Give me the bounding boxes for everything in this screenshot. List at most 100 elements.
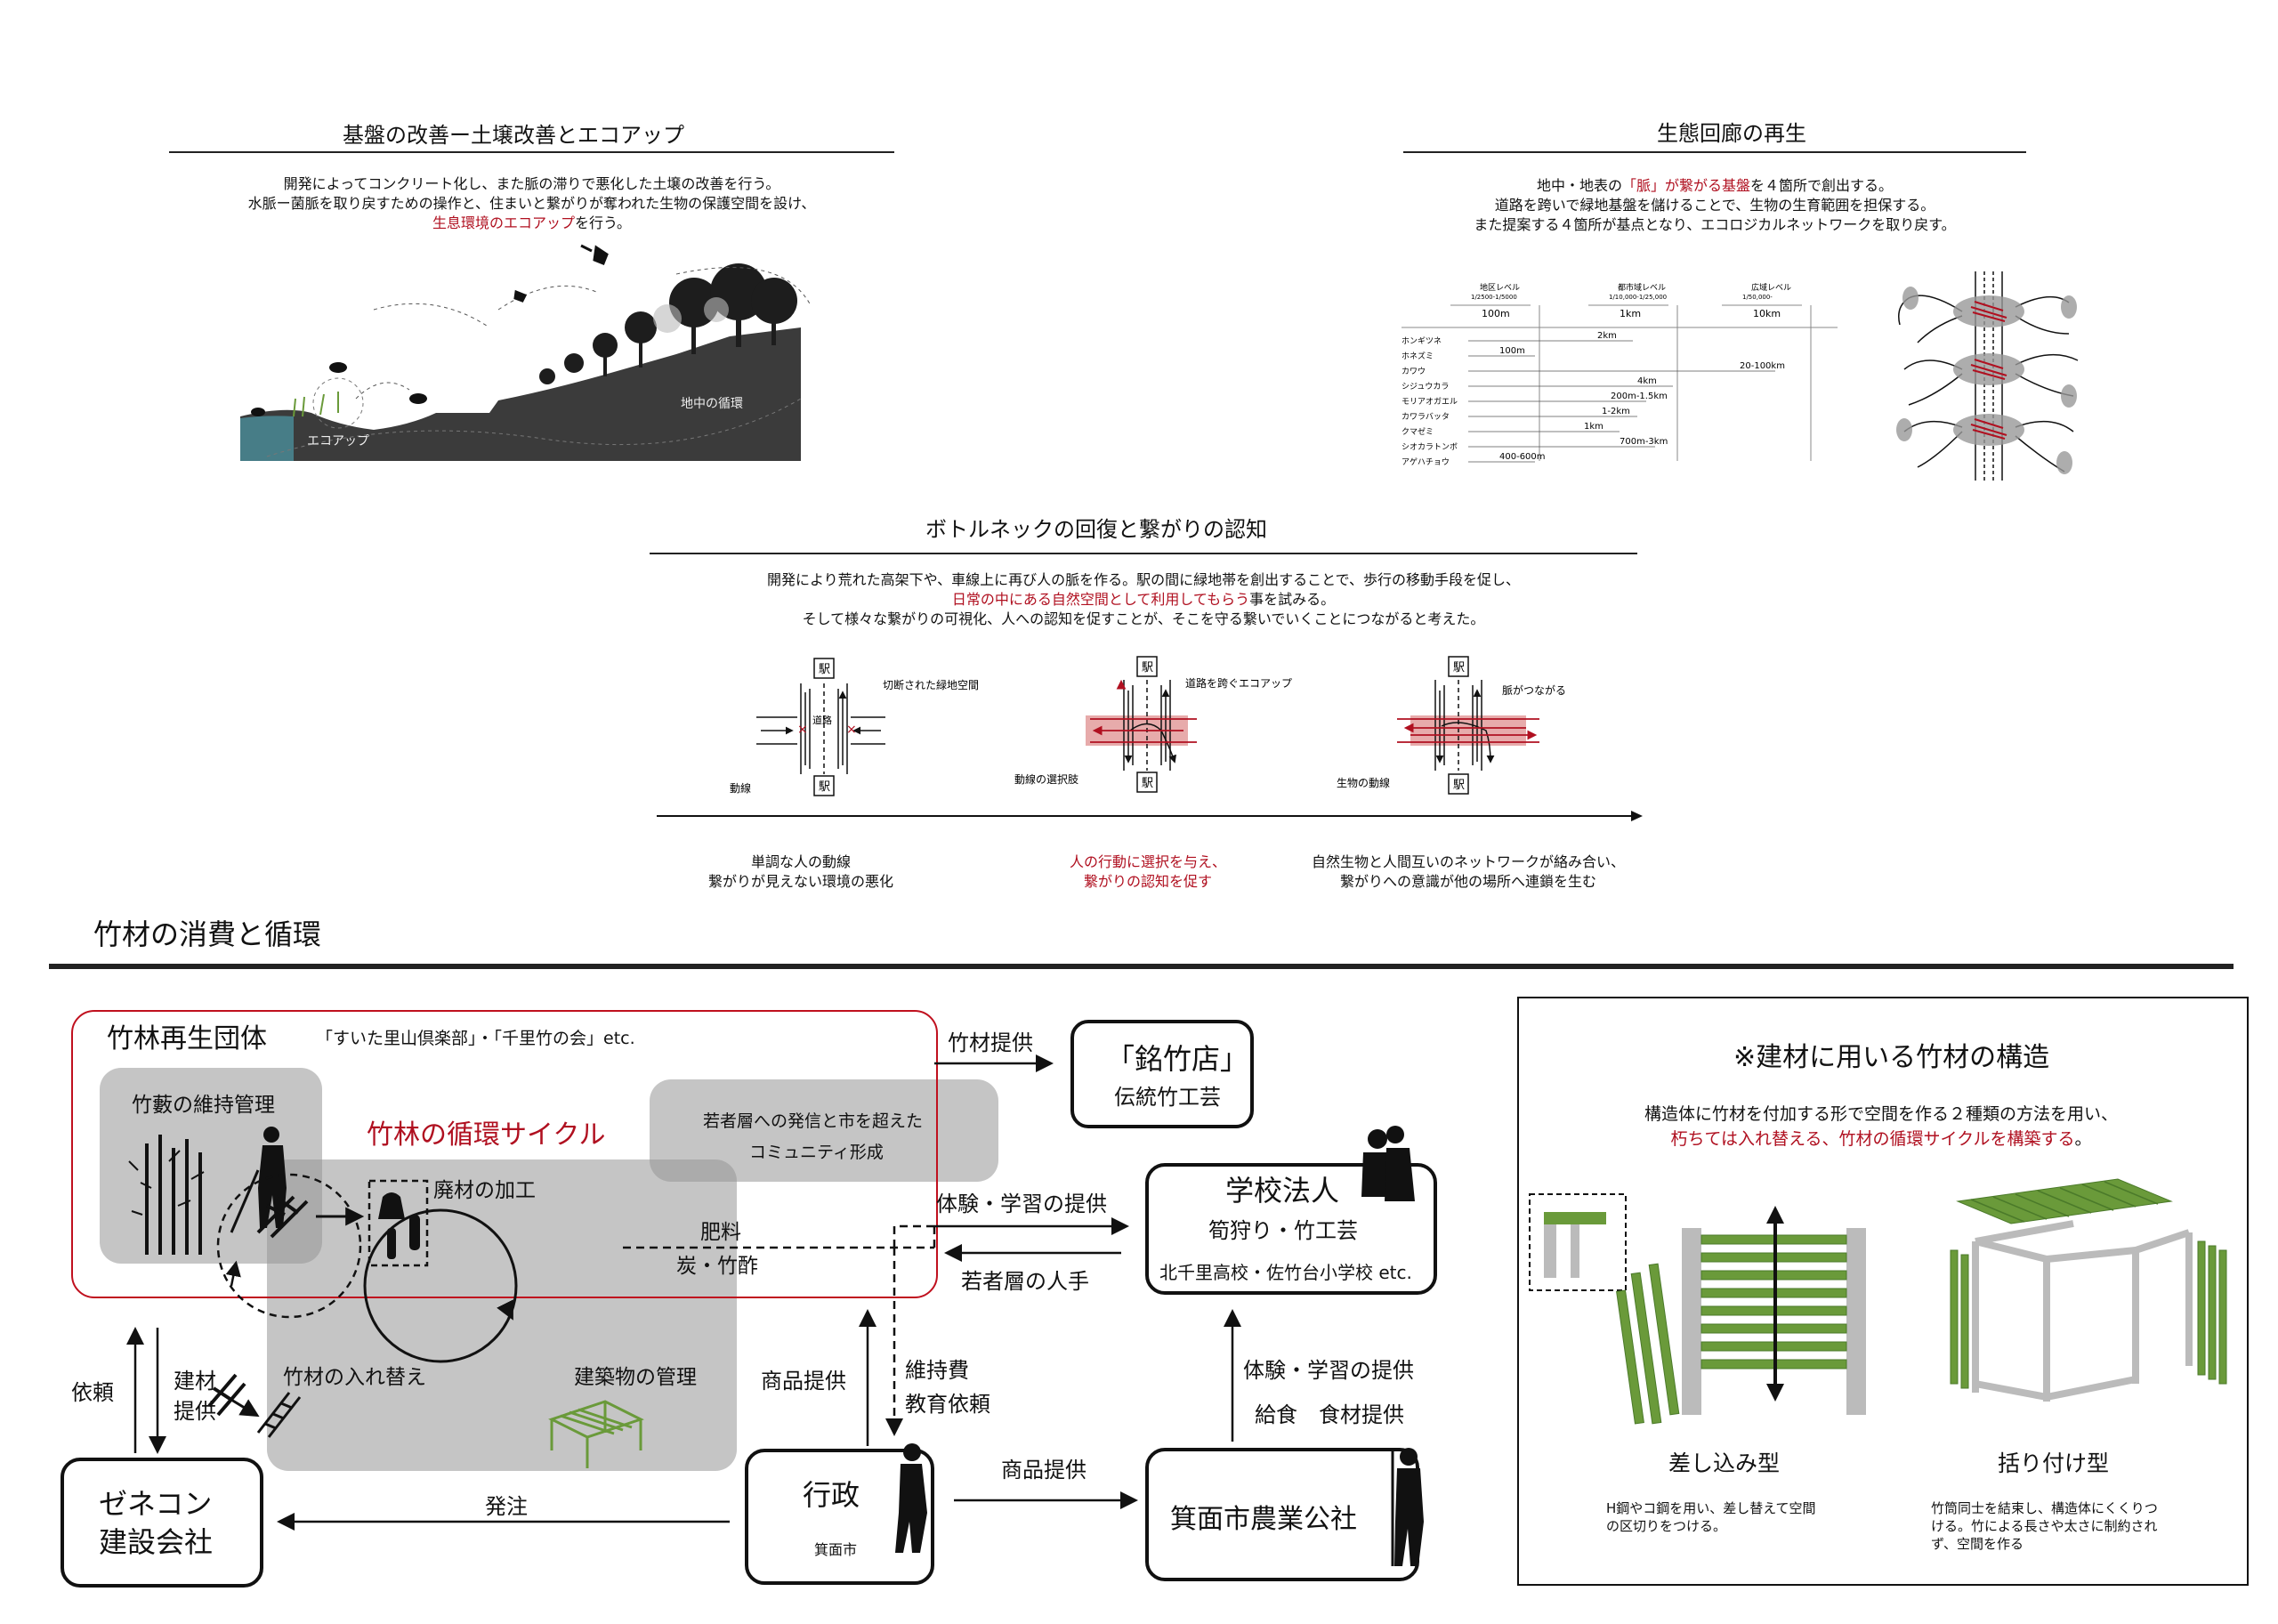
gov-sub: 箕面市 bbox=[814, 1541, 858, 1558]
zenecon-title: ゼネコン bbox=[99, 1487, 213, 1521]
species-range-label: 100m bbox=[1499, 346, 1525, 356]
svg-text:動線: 動線 bbox=[730, 781, 751, 795]
gov-title: 行政 bbox=[803, 1478, 860, 1512]
level-scale: 1/10,000-1/25,000 bbox=[1609, 294, 1667, 301]
svg-text:切断された緑地空間: 切断された緑地空間 bbox=[883, 678, 979, 691]
maint-label: 維持費 bbox=[905, 1358, 969, 1383]
goods-label-1: 商品提供 bbox=[761, 1369, 846, 1394]
species-range-label: 700m-3km bbox=[1620, 437, 1668, 447]
eco-corridor-diagram bbox=[1896, 271, 2079, 481]
svg-text:生物の動線: 生物の動線 bbox=[1337, 776, 1390, 789]
exp2-label: 体験・学習の提供 bbox=[1243, 1358, 1414, 1383]
species-name: ホンギツネ bbox=[1402, 336, 1442, 346]
building-mgmt-label: 建築物の管理 bbox=[574, 1366, 697, 1389]
bamboo-mgmt-label: 竹藪の維持管理 bbox=[132, 1094, 275, 1117]
section2-text: 地中・地表の「脈」が繋がる基盤を４箇所で創出する。 道路を跨いで緑地基盤を儲ける… bbox=[1474, 177, 1956, 233]
agri-title: 箕面市農業公社 bbox=[1170, 1504, 1357, 1535]
community-label: コミュニティ形成 bbox=[749, 1143, 884, 1162]
flow-arrows bbox=[126, 1054, 1424, 1566]
svg-text:駅: 駅 bbox=[819, 780, 830, 794]
section4-title: 竹材の消費と循環 bbox=[93, 917, 322, 951]
fertilizer-label: 肥料 bbox=[700, 1221, 741, 1244]
section1-rule bbox=[169, 151, 894, 153]
zenecon-sub: 建設会社 bbox=[99, 1525, 214, 1559]
people-icons bbox=[895, 1126, 1424, 1566]
species-name: カワラバッタ bbox=[1402, 412, 1450, 422]
section2-title: 生態回廊の再生 bbox=[1657, 121, 1806, 146]
level-distance: 10km bbox=[1753, 308, 1781, 319]
panel-title: ※建材に用いる竹材の構造 bbox=[1733, 1042, 2050, 1073]
svg-text:×: × bbox=[797, 723, 808, 737]
species-name: シジュウカラ bbox=[1402, 382, 1449, 392]
svg-text:駅: 駅 bbox=[1453, 661, 1465, 675]
group-examples: 「すいた里山倶楽部」・「千里竹の会」etc. bbox=[316, 1029, 635, 1048]
order-label: 発注 bbox=[485, 1494, 528, 1519]
progress-arrow bbox=[657, 811, 1643, 821]
tie-type-title: 括り付け型 bbox=[1998, 1450, 2110, 1476]
charcoal-label: 炭・竹酢 bbox=[676, 1255, 758, 1278]
species-range-label: 400-600m bbox=[1499, 452, 1546, 462]
level-name: 広域レベル bbox=[1751, 283, 1791, 293]
school-title: 学校法人 bbox=[1225, 1174, 1340, 1208]
level-distance: 1km bbox=[1620, 308, 1641, 319]
meichikuten-title: 「銘竹店」 bbox=[1106, 1042, 1249, 1076]
svg-text:駅: 駅 bbox=[819, 663, 830, 676]
lunch-label: 給食 食材提供 bbox=[1255, 1402, 1404, 1427]
species-range-label: 20-100km bbox=[1740, 361, 1785, 371]
insert-type-desc: H鋼やコ鋼を用い、差し替えて空間の区切りをつける。 bbox=[1606, 1500, 1816, 1534]
exp1-label: 体験・学習の提供 bbox=[936, 1192, 1107, 1216]
cycle-label: 竹林の循環サイクル bbox=[367, 1119, 606, 1151]
svg-text:駅: 駅 bbox=[1142, 661, 1153, 675]
meichikuten-box[interactable] bbox=[1070, 1020, 1254, 1128]
school-examples: 北千里高校・佐竹台小学校 etc. bbox=[1159, 1262, 1412, 1283]
insert-type-structure bbox=[1529, 1193, 1866, 1425]
waste-label: 廃材の加工 bbox=[433, 1179, 536, 1202]
youth-community-zone bbox=[650, 1079, 998, 1182]
meichikuten-sub: 伝統竹工芸 bbox=[1114, 1085, 1221, 1110]
svg-text:道路を跨ぐエコアップ: 道路を跨ぐエコアップ bbox=[1185, 676, 1292, 690]
section2-rule bbox=[1403, 151, 2026, 153]
svg-text:脈がつながる: 脈がつながる bbox=[1502, 683, 1566, 697]
agri-box[interactable] bbox=[1145, 1448, 1419, 1581]
svg-text:×: × bbox=[846, 723, 857, 737]
level-distance: 100m bbox=[1482, 308, 1510, 319]
section3-title: ボトルネックの回復と繋がりの認知 bbox=[925, 517, 1267, 542]
level-scale: 1/50,000- bbox=[1742, 294, 1773, 301]
caption-1: 単調な人の動線繋がりが見えない環境の悪化 bbox=[707, 853, 893, 890]
edu-label: 教育依頼 bbox=[905, 1392, 990, 1417]
species-name: アゲハチョウ bbox=[1402, 456, 1450, 467]
material-label-1: 建材 bbox=[174, 1369, 216, 1394]
worker-silhouette bbox=[258, 1127, 287, 1228]
species-range-label: 1-2km bbox=[1602, 407, 1630, 416]
insert-type-title: 差し込み型 bbox=[1668, 1450, 1781, 1476]
underground-label: 地中の循環 bbox=[681, 397, 743, 411]
species-name: ホネズミ bbox=[1402, 351, 1434, 361]
bamboo-cycle-icons bbox=[128, 1127, 644, 1468]
zenecon-box[interactable] bbox=[61, 1458, 263, 1588]
material-label-2: 提供 bbox=[174, 1399, 216, 1424]
section1-text: 開発によってコンクリート化し、また脈の滞りで悪化した土壌の改善を行う。 水脈ー菌… bbox=[247, 175, 816, 231]
section4-rule bbox=[49, 964, 2234, 969]
species-range-label: 1km bbox=[1584, 422, 1603, 432]
supply-label: 竹材提供 bbox=[948, 1030, 1033, 1055]
group-title: 竹林再生団体 bbox=[107, 1023, 267, 1054]
replace-label: 竹材の入れ替え bbox=[283, 1366, 426, 1389]
species-range-label: 2km bbox=[1597, 331, 1617, 341]
request-label: 依頼 bbox=[71, 1380, 114, 1405]
youth-label: 若者層への発信と市を超えた bbox=[703, 1111, 924, 1131]
level-scale: 1/2500-1/5000 bbox=[1471, 294, 1517, 301]
section1-title: 基盤の改善ー土壌改善とエコアップ bbox=[343, 123, 684, 148]
section3-rule bbox=[650, 553, 1637, 554]
bamboo-icon bbox=[145, 1135, 202, 1255]
goods-label-2: 商品提供 bbox=[1001, 1458, 1086, 1483]
structure-panel bbox=[1517, 997, 2249, 1586]
level-name: 地区レベル bbox=[1480, 283, 1520, 293]
level-name: 都市域レベル bbox=[1618, 283, 1666, 293]
bamboo-cycle-group-frame bbox=[71, 1010, 938, 1298]
species-name: クマゼミ bbox=[1402, 426, 1434, 437]
bottleneck-diagram-2: 駅 駅 道路を跨ぐエコアップ 動線の選択肢 bbox=[1014, 656, 1292, 793]
ecoup-section-image: エコアップ 地中の循環 bbox=[240, 244, 810, 461]
school-sub: 筍狩り・竹工芸 bbox=[1208, 1218, 1358, 1243]
species-range-label: 4km bbox=[1637, 376, 1657, 386]
